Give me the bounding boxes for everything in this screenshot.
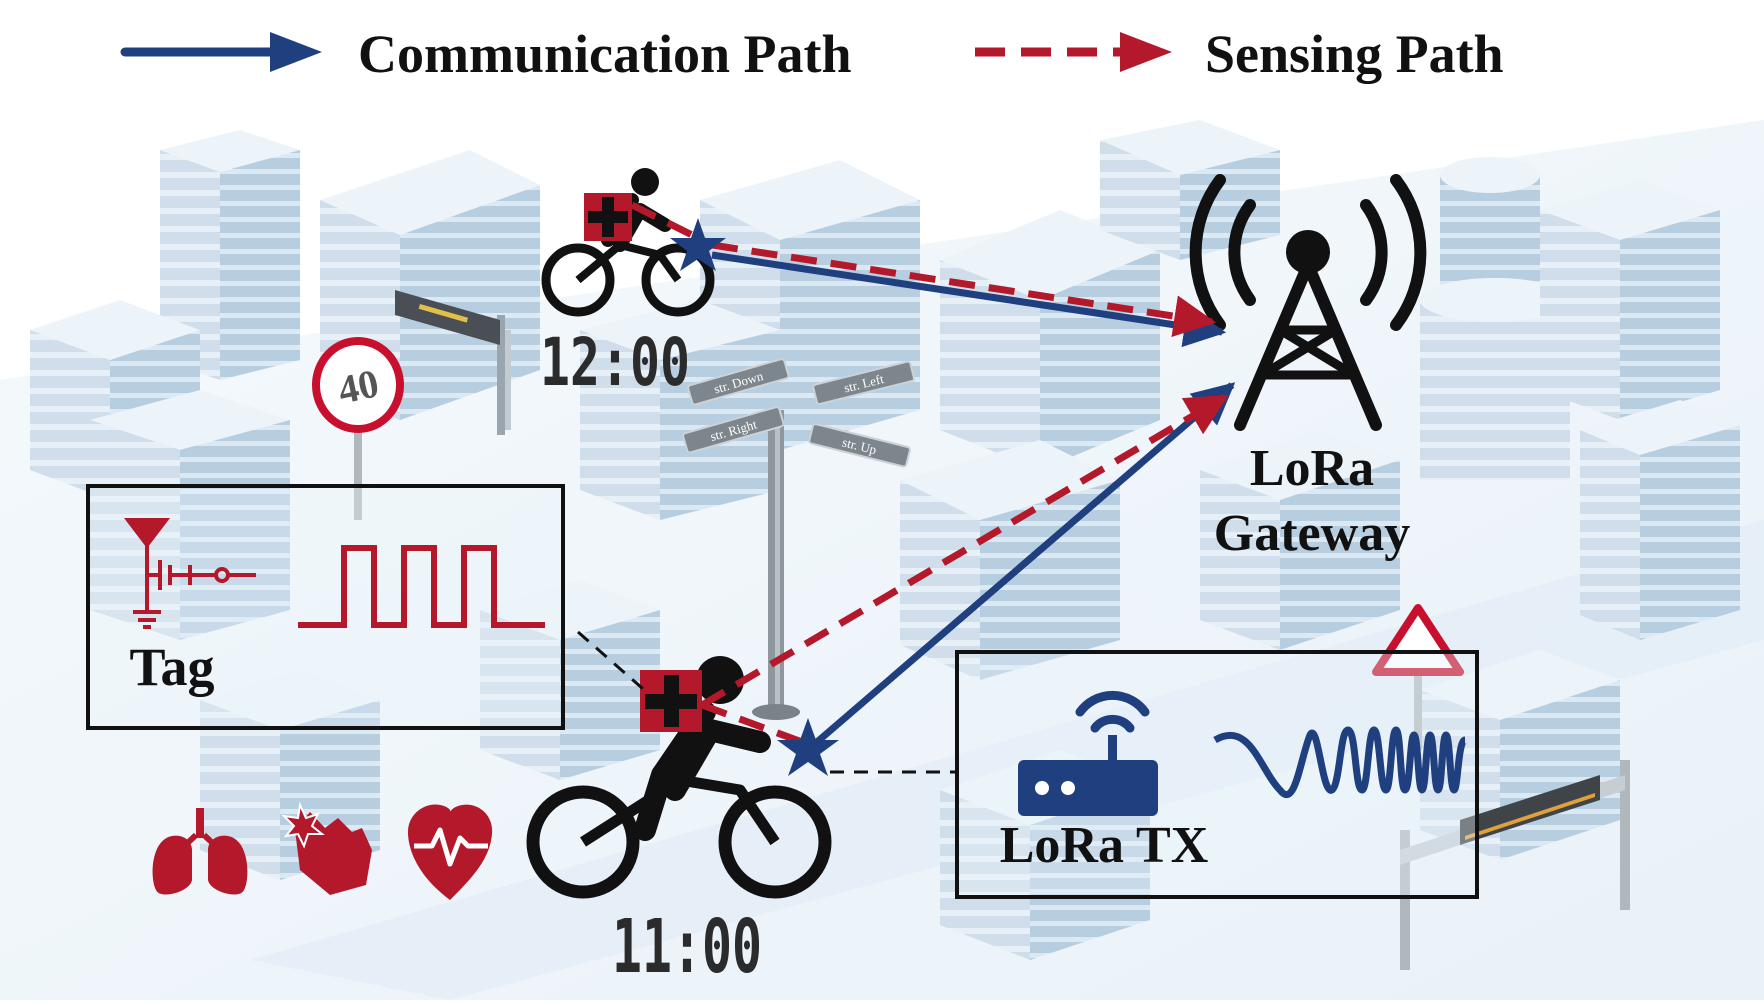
communication-paths (711, 251, 1236, 751)
speed-limit-sign: 40 (312, 337, 404, 520)
gateway-label-line2: Gateway (1214, 505, 1410, 562)
building (940, 210, 1160, 470)
lora-tx-label: LoRa TX (1000, 817, 1209, 874)
lungs-icon (152, 808, 248, 895)
antenna-switch-icon (123, 518, 256, 629)
warning-sign (1372, 604, 1464, 750)
square-wave-icon (298, 545, 545, 628)
time-bottom: 11:00 (612, 904, 762, 990)
cyclist-icon (526, 656, 832, 899)
cyclist-icon (541, 168, 715, 317)
overhead-road-sign (395, 290, 511, 435)
speed-limit-value: 40 (334, 360, 382, 412)
lora-tx-box: LoRa TX (955, 650, 1479, 899)
communication-path-bottom (807, 382, 1236, 751)
star-icon (777, 718, 839, 776)
tag-label: Tag (129, 637, 214, 697)
communication-path-top (711, 251, 1227, 348)
sensing-path-bottom-a (700, 701, 812, 749)
chirp-wave-icon (1213, 726, 1469, 799)
tag-box: Tag (86, 484, 565, 730)
building (1540, 180, 1720, 420)
wifi-router-icon (1018, 690, 1158, 816)
legend-communication-label: Communication Path (358, 24, 852, 84)
building (1580, 400, 1740, 640)
legend-sensing-label: Sensing Path (1205, 24, 1504, 84)
hand-injury-icon (281, 801, 372, 895)
heartbeat-icon (408, 804, 493, 900)
sensing-path-top-b (711, 241, 1217, 338)
building (1200, 430, 1400, 650)
medical-cross-icon (584, 193, 632, 241)
building (900, 440, 1120, 680)
sensing-path-bottom-b (700, 393, 1229, 709)
health-icons (152, 801, 493, 900)
legend-communication: Communication Path (120, 24, 852, 84)
star-icon (670, 218, 726, 271)
antenna-tower-icon (1189, 174, 1427, 431)
tag-connector (577, 630, 651, 697)
sensing-path-top-a (630, 201, 714, 249)
medical-cross-icon (640, 670, 702, 732)
time-top: 12:00 (540, 324, 690, 401)
sensing-paths (630, 201, 1229, 749)
legend-sensing: Sensing Path (975, 24, 1504, 84)
gateway-label-line1: LoRa (1250, 440, 1374, 497)
street-sign-post: str. Down str. Left str. Right str. Up (682, 358, 915, 720)
building (1100, 120, 1280, 260)
legend: Communication Path Sensing Path (120, 24, 1504, 84)
airport-gantry (1400, 760, 1630, 970)
building (160, 130, 300, 380)
